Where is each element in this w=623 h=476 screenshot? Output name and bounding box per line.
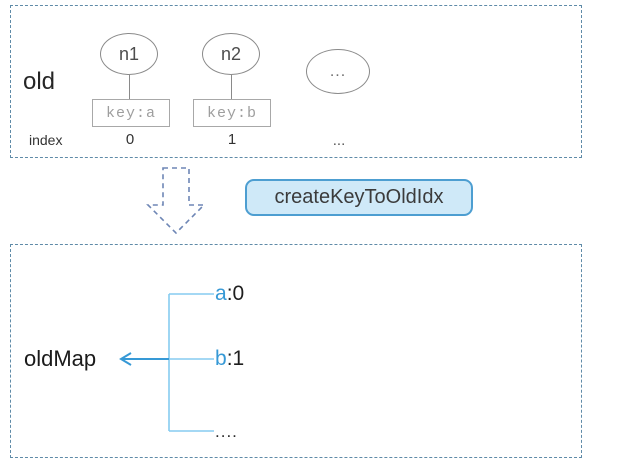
old-nodes-panel: old n1 n2 ... key:a key:b index 0 1 ... [10, 5, 582, 158]
vnode-n2-label: n2 [220, 43, 242, 64]
map-entry-a-key: a [215, 282, 227, 305]
key-box-a: key:a [92, 99, 170, 127]
map-entry-b-key: b [215, 347, 227, 370]
map-entry-a: a:0 [215, 282, 244, 306]
connector-n1-key [129, 75, 130, 99]
connector-n2-key [231, 75, 232, 99]
key-box-b: key:b [193, 99, 271, 127]
key-box-a-label: key:a [105, 104, 156, 122]
index-value-1: 1 [227, 131, 237, 148]
create-key-to-old-idx-label: createKeyToOldIdx [274, 186, 444, 208]
map-entry-b-value: :1 [226, 347, 245, 370]
map-ellipsis: .... [215, 422, 238, 441]
vnode-ellipsis: ... [306, 49, 370, 94]
map-entry-b: b:1 [215, 347, 244, 371]
down-arrow-icon [146, 167, 206, 235]
vnode-n1: n1 [100, 33, 158, 75]
index-value-0: 0 [125, 131, 135, 148]
map-entry-a-value: :0 [226, 282, 245, 305]
vnode-n2: n2 [202, 33, 260, 75]
old-label: old [23, 68, 56, 95]
old-map-panel: oldMap a:0 b:1 .... [10, 244, 582, 458]
index-row-label: index [29, 132, 63, 148]
vnode-n1-label: n1 [118, 43, 140, 64]
index-value-ellipsis: ... [332, 132, 346, 149]
map-bracket-and-arrow [119, 293, 214, 432]
key-box-b-label: key:b [206, 104, 257, 122]
vnode-ellipsis-label: ... [329, 62, 347, 80]
oldmap-label: oldMap [24, 346, 97, 371]
create-key-to-old-idx-button[interactable]: createKeyToOldIdx [245, 179, 473, 216]
